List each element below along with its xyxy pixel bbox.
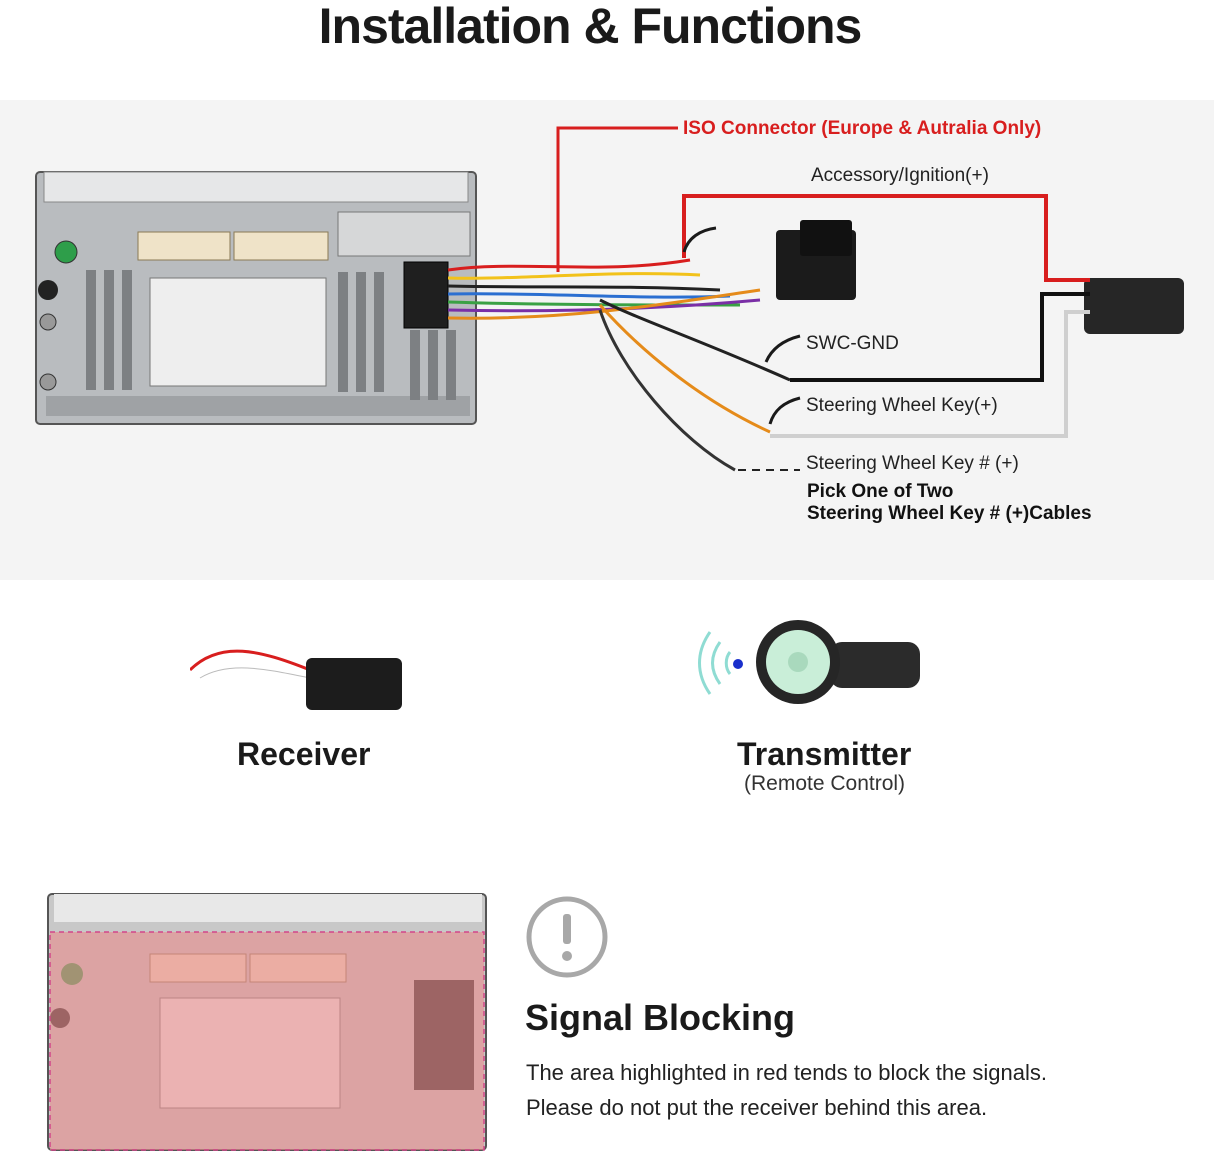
receiver-illustration <box>188 630 410 720</box>
steering-key-alt-label: Steering Wheel Key # (+) <box>806 453 1019 474</box>
signal-blocking-line1: The area highlighted in red tends to blo… <box>526 1060 1047 1085</box>
transmitter-subcaption: (Remote Control) <box>744 772 906 795</box>
signal-blocking-heading: Signal Blocking <box>525 997 796 1038</box>
wiring-diagram-panel: ISO Connector (Europe & Autralia Only) A… <box>0 100 1214 580</box>
pick-note-line1: Pick One of Two <box>807 481 954 502</box>
iso-connector-label: ISO Connector (Europe & Autralia Only) <box>683 118 1042 139</box>
receiver-caption: Receiver <box>237 736 371 772</box>
head-unit-chassis <box>35 171 477 425</box>
iso-connector <box>776 220 856 300</box>
wire-harness <box>447 258 791 472</box>
receiver-box <box>1084 278 1184 334</box>
steering-key-label: Steering Wheel Key(+) <box>806 395 998 416</box>
page-title: Installation & Functions <box>318 0 863 54</box>
transmitter-caption: Transmitter <box>737 736 912 772</box>
signal-blocking-head-unit <box>40 892 490 1154</box>
accessory-label: Accessory/Ignition(+) <box>811 165 989 186</box>
signal-blocking-line2: Please do not put the receiver behind th… <box>526 1095 988 1120</box>
exclamation-circle-icon <box>524 894 610 980</box>
signal-block-highlight <box>49 931 485 1151</box>
pick-note-line2: Steering Wheel Key # (+)Cables <box>807 503 1092 524</box>
swc-gnd-label: SWC-GND <box>806 333 899 354</box>
transmitter-illustration <box>680 612 920 712</box>
wiring-diagram-art <box>35 126 1184 472</box>
